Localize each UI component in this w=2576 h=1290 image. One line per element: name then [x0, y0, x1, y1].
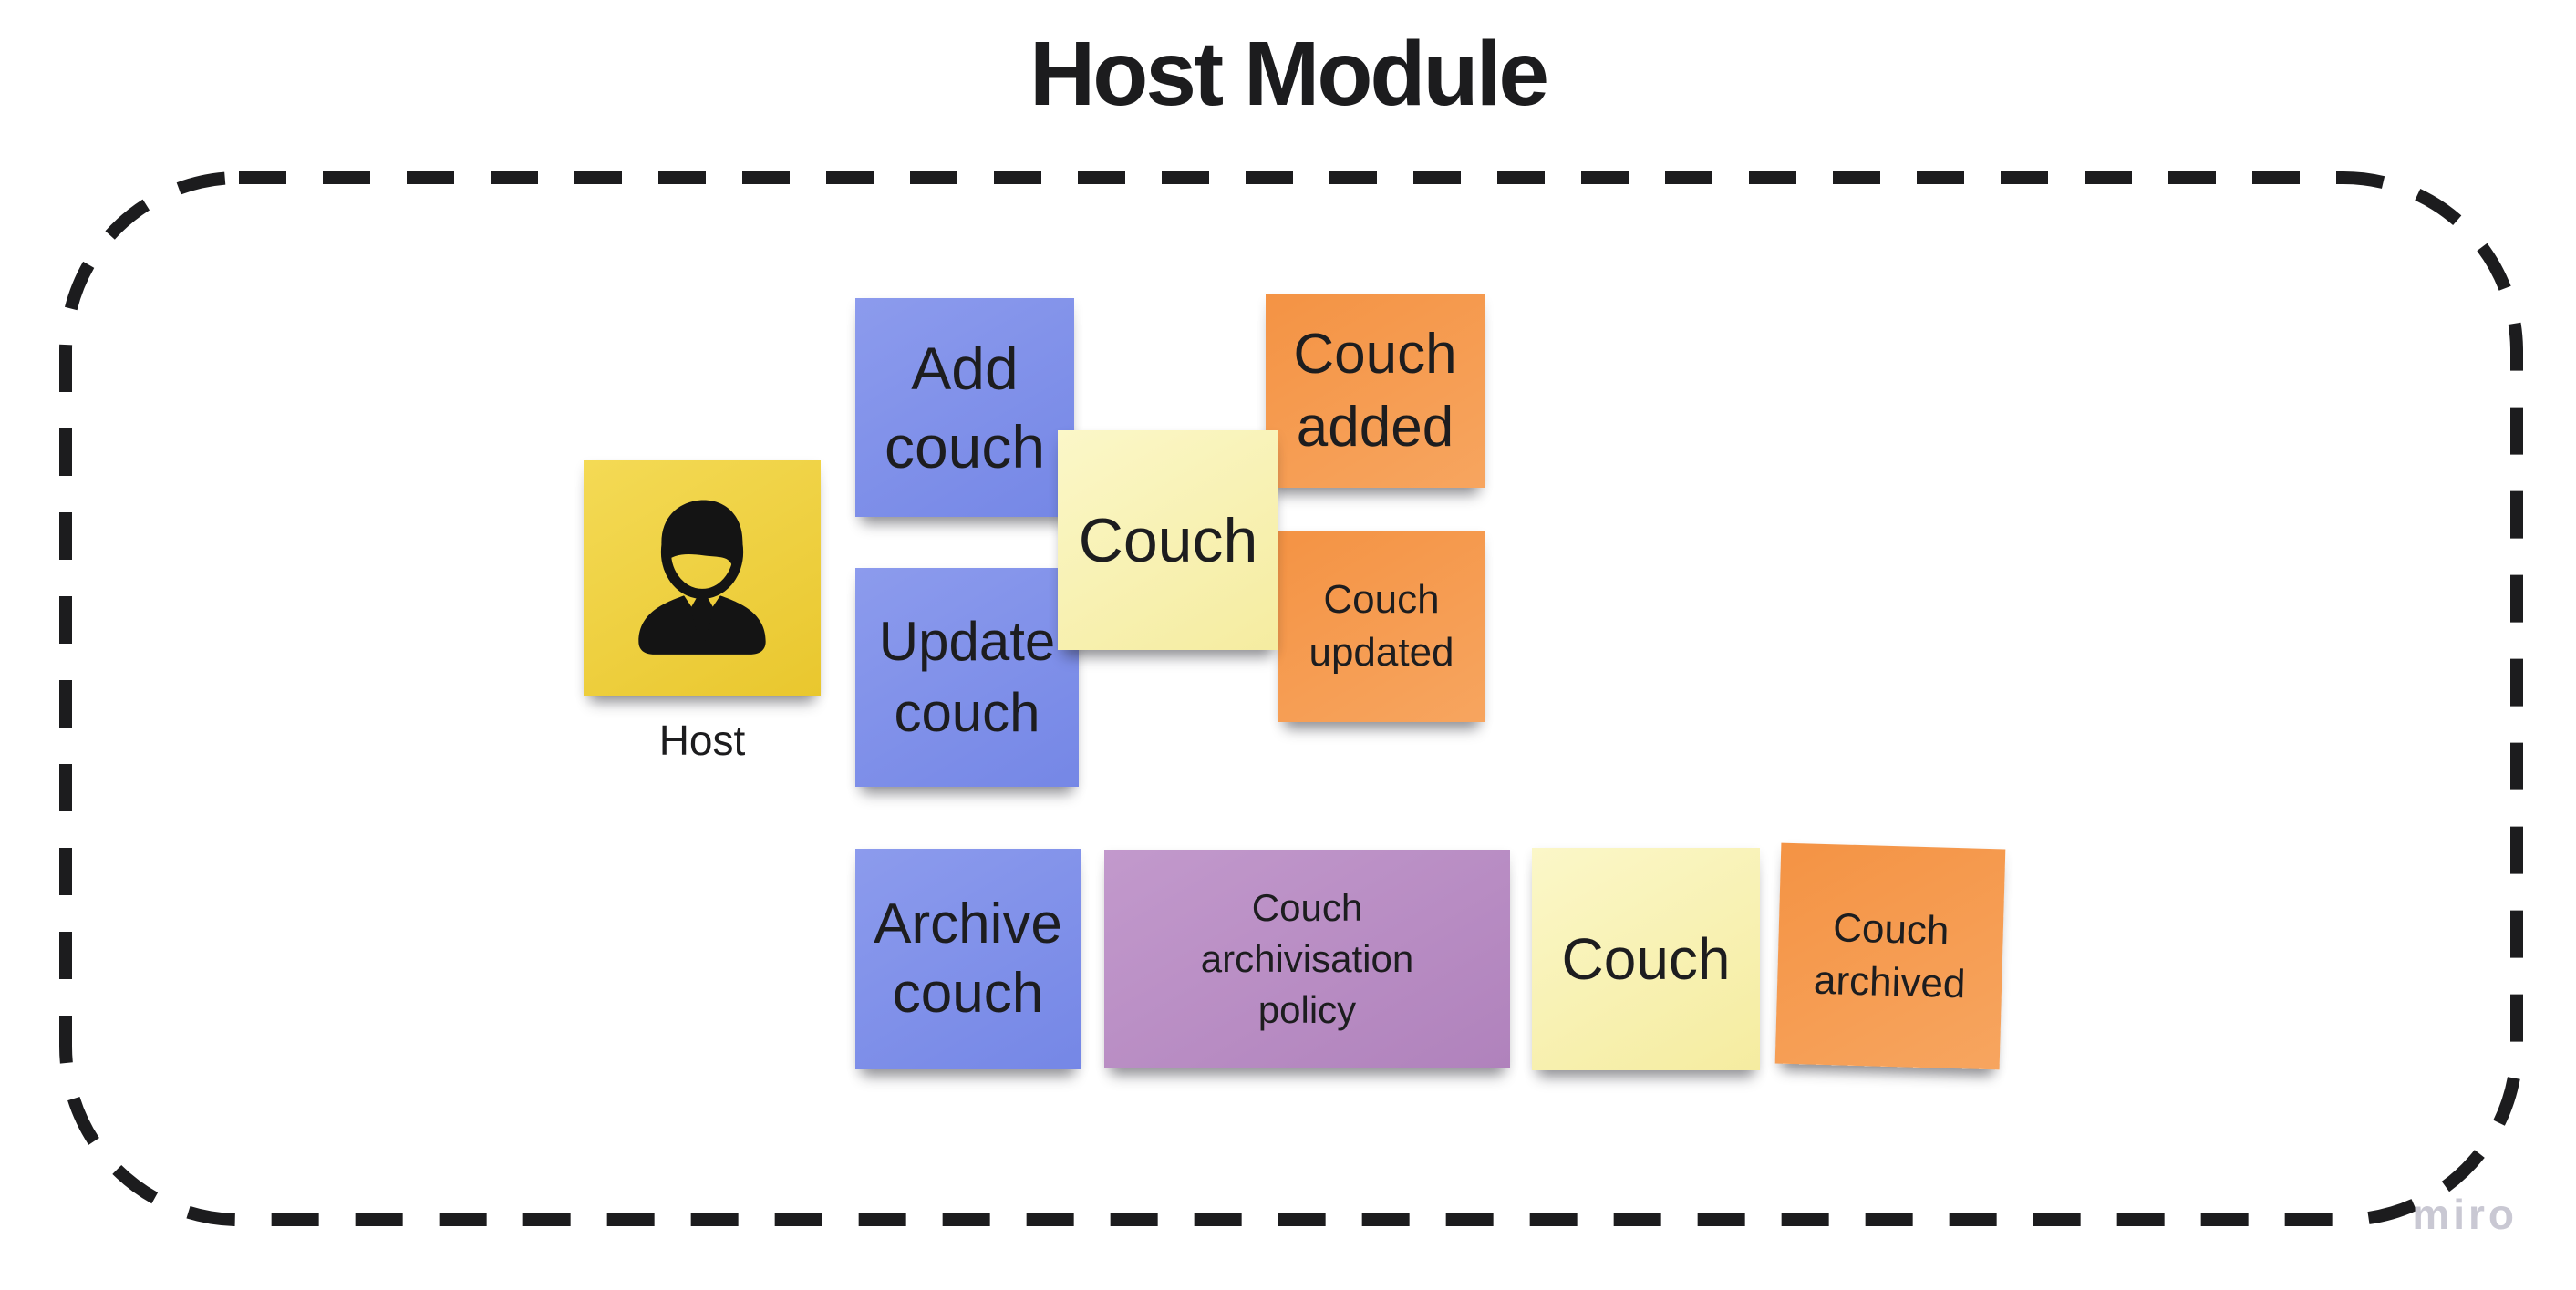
sticky-couch-added[interactable]: Couch added: [1266, 294, 1485, 488]
sticky-couch-archived[interactable]: Couch archived: [1774, 842, 2006, 1070]
sticky-text: Couch: [1078, 505, 1258, 575]
sticky-text: Couch: [1561, 926, 1731, 992]
businessman-icon: [638, 500, 766, 655]
sticky-text: Update couch: [878, 611, 1056, 743]
sticky-update-couch[interactable]: Update couch: [855, 568, 1079, 787]
actor-note-host[interactable]: [584, 460, 821, 696]
sticky-couch-entity-top[interactable]: Couch: [1058, 430, 1278, 650]
miro-logo: miro: [2412, 1191, 2518, 1238]
dashed-frame-shape[interactable]: [59, 171, 2523, 1226]
sticky-text: Couch archivisation policy: [1200, 886, 1414, 1031]
sticky-add-couch[interactable]: Add couch: [855, 298, 1074, 517]
page-title[interactable]: Host Module: [1029, 23, 1549, 125]
sticky-text: Add couch: [884, 335, 1046, 480]
actor-label: Host: [658, 717, 746, 764]
sticky-text: Couch added: [1293, 323, 1457, 459]
sticky-text: Couch updated: [1309, 577, 1454, 675]
sticky-archivisation-policy[interactable]: Couch archivisation policy: [1104, 850, 1510, 1068]
sticky-text: Couch archived: [1813, 905, 1967, 1007]
sticky-archive-couch[interactable]: Archive couch: [855, 849, 1081, 1069]
sticky-couch-entity-bottom[interactable]: Couch: [1532, 848, 1760, 1070]
sticky-text: Archive couch: [874, 893, 1062, 1025]
sticky-couch-updated[interactable]: Couch updated: [1278, 531, 1485, 722]
